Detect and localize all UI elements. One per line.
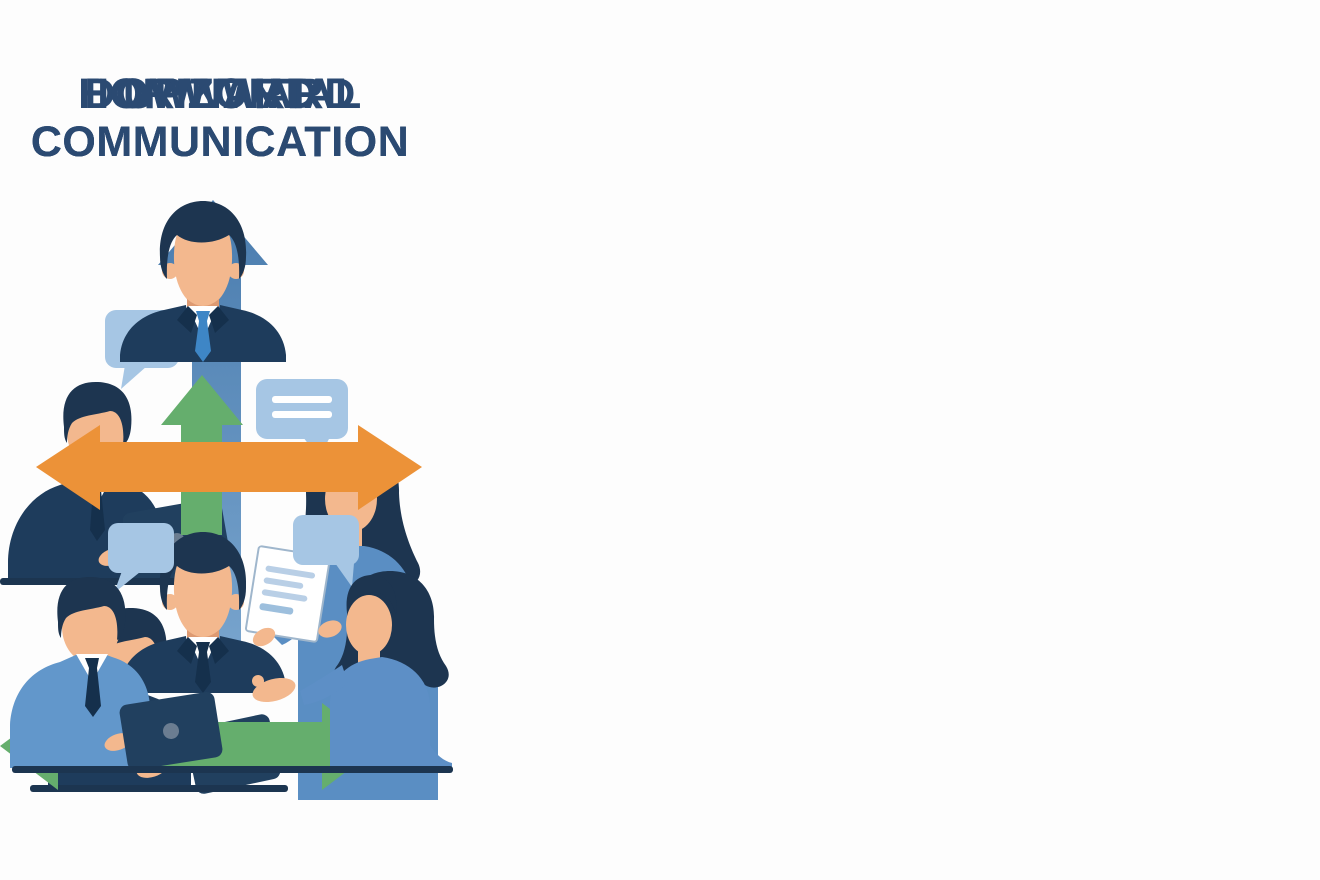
title-line-1: HORIZONTAL	[78, 70, 362, 118]
title-line-2: COMMUNICATION	[30, 118, 410, 166]
hand	[318, 620, 342, 638]
hair-icon	[159, 532, 247, 610]
face	[346, 595, 392, 655]
panel-title-horizontal: HORIZONTAL COMMUNICATION	[0, 70, 440, 166]
lapel	[209, 637, 229, 664]
document-line	[261, 589, 308, 602]
document-line	[263, 577, 304, 589]
title-line-1: UPWARD	[122, 70, 318, 118]
bubble-text-line	[272, 411, 332, 418]
hair-icon	[159, 201, 247, 279]
document-icon	[244, 545, 331, 643]
horizontal-illustration	[10, 425, 453, 773]
desk	[30, 785, 288, 792]
orange-double-arrow-icon	[36, 425, 422, 510]
thumb	[252, 675, 264, 687]
laptop-icon	[119, 692, 223, 770]
lapel	[209, 306, 229, 333]
laptop-logo	[163, 723, 179, 739]
hand	[252, 677, 296, 703]
speech-bubble-right-icon	[293, 515, 359, 587]
tie-icon	[195, 311, 211, 362]
man-at-laptop	[10, 576, 223, 770]
hand	[252, 627, 276, 647]
tie-icon	[195, 642, 211, 693]
manager-avatar	[120, 201, 286, 362]
title-line-1: DOWNWARD	[84, 70, 356, 118]
sleeve	[300, 665, 348, 705]
desk	[12, 766, 453, 773]
document-line	[265, 565, 316, 579]
woman-gesturing	[252, 571, 452, 768]
front-hair	[346, 575, 397, 615]
employee-avatar	[120, 532, 286, 693]
hair-icon	[63, 381, 132, 445]
bubble-text-line	[272, 396, 332, 403]
document-line	[259, 603, 294, 615]
panel-title-downward: DOWNWARD COMMUNICATION	[0, 70, 440, 166]
title-line-2: COMMUNICATION	[30, 118, 410, 166]
sweater-body	[330, 657, 452, 768]
title-line-2: COMMUNICATION	[30, 118, 410, 166]
hair-icon	[57, 576, 126, 640]
tie-icon	[85, 658, 101, 717]
lapel	[177, 637, 197, 664]
speech-bubble-left-icon	[108, 523, 174, 593]
panel-title-upward: UPWARD COMMUNICATION	[0, 70, 440, 166]
lapel	[177, 306, 197, 333]
